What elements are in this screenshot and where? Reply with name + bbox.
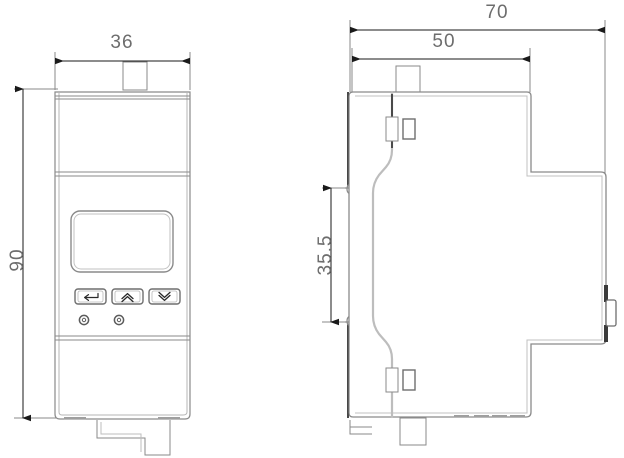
side-vent-2 bbox=[474, 415, 489, 418]
side-connector-tab-top bbox=[604, 285, 608, 302]
front-mid-seam bbox=[55, 171, 190, 177]
side-body-outline bbox=[348, 91, 607, 418]
double-chevron-up-icon bbox=[121, 292, 134, 303]
side-terminal-slot-top-outer bbox=[385, 116, 399, 142]
front-height-dim-label: 90 bbox=[7, 248, 28, 271]
side-depth50-witness-lines bbox=[351, 48, 531, 92]
side-bottom-release-clip bbox=[399, 417, 427, 446]
front-upper-seam bbox=[55, 95, 190, 100]
side-left-foot-bracket bbox=[349, 420, 372, 435]
front-body-inner-edges bbox=[58, 92, 188, 416]
side-rail355-dimension: 35.5 bbox=[315, 184, 339, 326]
front-height-dimension: 90 bbox=[7, 85, 31, 422]
side-terminal-slot-bottom-outer bbox=[385, 367, 399, 393]
side-terminal-slot-bottom bbox=[385, 367, 416, 393]
front-top-tab-outline bbox=[122, 61, 148, 91]
up-button[interactable] bbox=[111, 288, 144, 305]
side-connector-port bbox=[604, 285, 617, 342]
front-lower-seam bbox=[55, 335, 190, 341]
front-top-mounting-tab bbox=[122, 61, 148, 91]
led-indicator-2-core bbox=[116, 317, 122, 323]
double-chevron-down-icon bbox=[158, 291, 171, 302]
side-depth50-dimension: 50 bbox=[352, 31, 530, 63]
side-bottom-vents bbox=[454, 415, 525, 418]
front-view-group: 36 90 bbox=[7, 32, 191, 456]
side-depth50-dim-label: 50 bbox=[432, 31, 455, 52]
front-bottom-release-clip bbox=[96, 420, 171, 456]
led-indicator-2 bbox=[113, 314, 125, 326]
side-clip-outline bbox=[399, 417, 427, 446]
front-width-dimension: 36 bbox=[55, 32, 190, 65]
side-vent-3 bbox=[492, 415, 507, 418]
front-width-dim-label: 36 bbox=[110, 32, 133, 53]
side-depth70-dimension: 70 bbox=[350, 2, 605, 34]
enter-button[interactable] bbox=[74, 288, 107, 305]
enter-arrow-icon bbox=[84, 292, 99, 301]
down-button-inner bbox=[151, 290, 178, 303]
front-foot-left bbox=[64, 417, 86, 420]
side-depth70-dim-label: 70 bbox=[485, 2, 508, 23]
enter-button-inner bbox=[77, 290, 104, 303]
front-keypad-group bbox=[74, 288, 181, 305]
side-body-path bbox=[348, 91, 607, 418]
front-led-group bbox=[78, 314, 125, 326]
side-terminal-slot-bottom-inner bbox=[402, 369, 416, 391]
side-terminal-slot-top bbox=[385, 116, 416, 142]
side-view-group: 70 50 35.5 bbox=[315, 2, 617, 446]
side-top-mounting-tab bbox=[395, 65, 421, 93]
front-clip-outline bbox=[96, 420, 171, 456]
side-rail355-dim-label: 35.5 bbox=[315, 235, 336, 276]
front-bottom-feet bbox=[64, 417, 180, 420]
side-vent-4 bbox=[510, 415, 525, 418]
display-bezel-inner bbox=[73, 213, 171, 270]
front-foot-right bbox=[158, 417, 180, 420]
side-vent-1 bbox=[454, 415, 469, 418]
side-connector-tab-bottom bbox=[604, 325, 608, 342]
down-button[interactable] bbox=[148, 288, 181, 305]
side-body-inner-edges bbox=[355, 95, 603, 414]
side-top-tab-outline bbox=[395, 65, 421, 93]
front-clip-inner bbox=[100, 422, 142, 452]
led-indicator-1-core bbox=[81, 317, 87, 323]
side-recess-channel bbox=[371, 90, 394, 419]
side-connector-body bbox=[605, 299, 617, 327]
front-display-window bbox=[70, 210, 174, 273]
side-terminal-slot-top-inner bbox=[402, 118, 416, 140]
led-indicator-1 bbox=[78, 314, 90, 326]
